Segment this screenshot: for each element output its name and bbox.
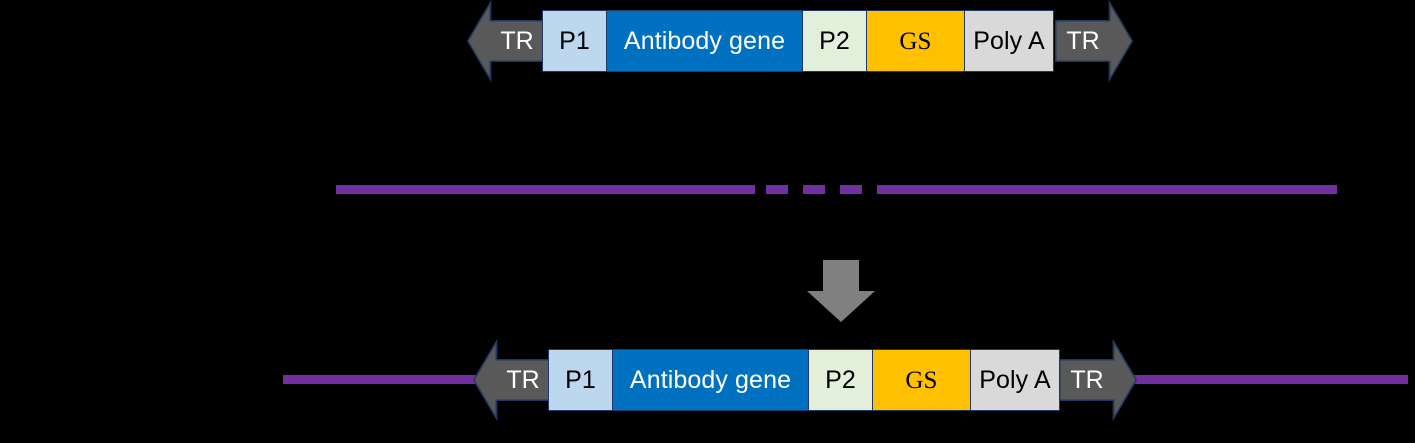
top-segment-gs: GS — [865, 10, 966, 72]
bottom-segment-gs: GS — [871, 349, 972, 411]
bottom-segment-gs-label: GS — [905, 366, 938, 394]
top-segment-antibody-gene: Antibody gene — [605, 10, 804, 72]
top-left-tr-outline-icon — [467, 0, 545, 82]
bottom-segment-antibody-gene: Antibody gene — [611, 349, 810, 411]
genome-line-dash-2 — [803, 185, 825, 194]
top-segment-poly-a: Poly A — [964, 10, 1054, 72]
top-right-tr-arrow: TR — [1055, 0, 1133, 82]
bottom-cassette-segments: P1 Antibody gene P2 GS Poly A — [548, 349, 1060, 411]
top-segment-p1: P1 — [542, 10, 607, 72]
process-arrow-head-icon — [807, 291, 875, 322]
integrated-genome-right-arm — [1120, 375, 1408, 384]
genome-line-left-solid — [336, 185, 755, 194]
top-segment-p2: P2 — [802, 10, 867, 72]
top-right-tr-outline-icon — [1055, 0, 1133, 82]
bottom-segment-p1: P1 — [548, 349, 613, 411]
bottom-segment-p2-label: P2 — [825, 365, 856, 394]
bottom-segment-antibody-gene-label: Antibody gene — [629, 365, 792, 394]
bottom-segment-p2: P2 — [808, 349, 873, 411]
top-segment-poly-a-label: Poly A — [973, 26, 1045, 55]
bottom-right-tr-arrow: TR — [1059, 339, 1137, 421]
top-segment-antibody-gene-label: Antibody gene — [623, 26, 786, 55]
top-right-tr-label: TR — [1066, 26, 1100, 55]
bottom-right-tr-outline-icon — [1059, 339, 1137, 421]
top-left-tr-arrow: TR — [467, 0, 545, 82]
genome-line-dash-3 — [840, 185, 862, 194]
genome-line-dash-1 — [766, 185, 788, 194]
bottom-left-tr-outline-icon — [473, 339, 551, 421]
top-segment-p1-label: P1 — [559, 26, 590, 55]
top-segment-p2-label: P2 — [819, 26, 850, 55]
bottom-segment-poly-a: Poly A — [970, 349, 1060, 411]
bottom-left-tr-arrow: TR — [473, 339, 551, 421]
integrated-genome-left-arm — [283, 375, 483, 384]
top-cassette-segments: P1 Antibody gene P2 GS Poly A — [542, 10, 1054, 72]
top-segment-gs-label: GS — [899, 27, 932, 55]
process-arrow-shaft — [823, 260, 859, 291]
genome-line-right-solid — [877, 185, 1337, 194]
bottom-segment-poly-a-label: Poly A — [979, 365, 1051, 394]
bottom-segment-p1-label: P1 — [565, 365, 596, 394]
bottom-left-tr-label: TR — [506, 365, 540, 394]
bottom-right-tr-label: TR — [1070, 365, 1104, 394]
top-left-tr-label: TR — [500, 26, 534, 55]
